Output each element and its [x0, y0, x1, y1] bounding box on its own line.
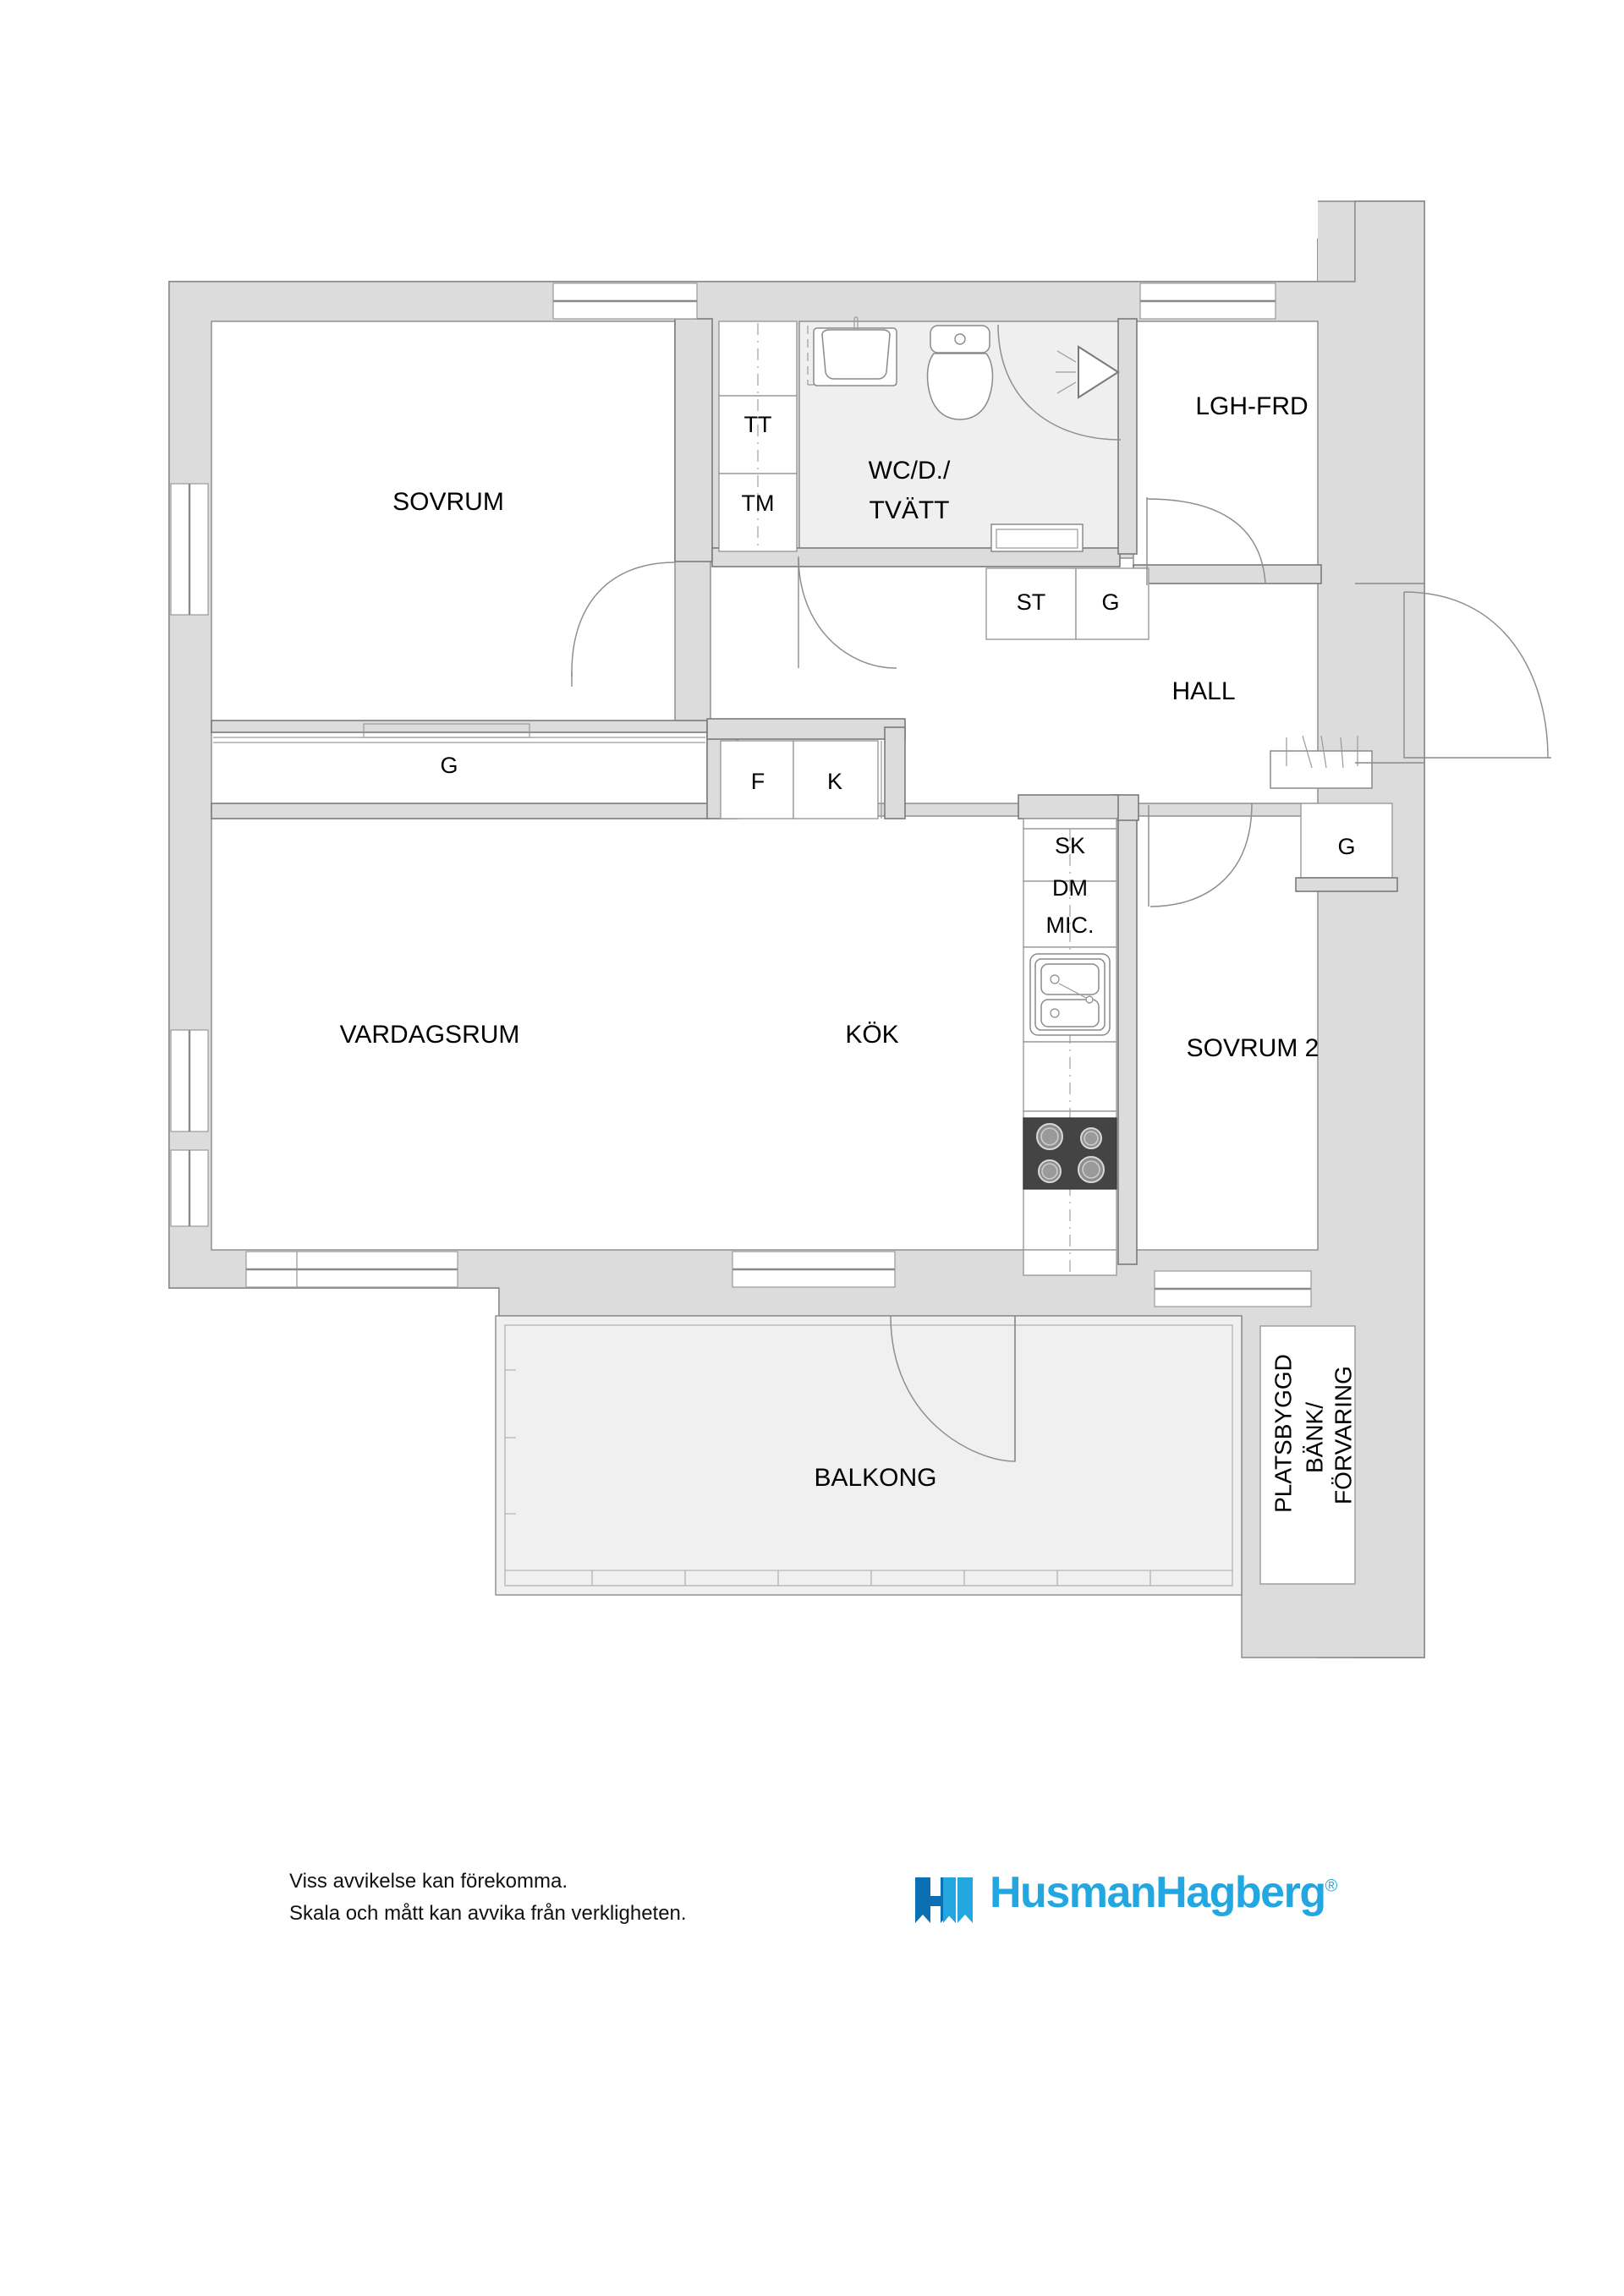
storage-label-forvaring: FÖRVARING: [1330, 1366, 1356, 1504]
window-vardagsrum-bottom-a: [245, 1251, 298, 1288]
door-swing-lghfrd: [1146, 498, 1266, 584]
shower-head-icon: [997, 324, 1122, 441]
built-in-storage: [1259, 1325, 1356, 1585]
st-g-cabinets: [985, 567, 1149, 640]
brand-logo: HusmanHagberg®: [915, 1868, 1338, 1926]
door-swing-entrance: [1403, 591, 1549, 759]
storage-label-platsbyggd: PLATSBYGGD: [1270, 1354, 1296, 1513]
window-sovrum-top: [552, 282, 698, 320]
window-kok-bottom: [732, 1251, 896, 1288]
closet-label-mic: MIC.: [1046, 912, 1095, 938]
closet-label-g-sovrum: G: [440, 753, 458, 778]
kitchen-sink-icon: [1029, 953, 1111, 1036]
room-label-sovrum: SOVRUM: [392, 488, 504, 516]
storage-label-bank: BÄNK/: [1301, 1402, 1327, 1473]
door-swing-wc: [798, 556, 897, 669]
closet-label-g-hall: G: [1337, 834, 1355, 859]
closet-label-tm: TM: [742, 490, 775, 516]
closet-label-f: F: [751, 769, 765, 794]
window-lghfrd-top: [1139, 282, 1276, 320]
window-left-sovrum: [170, 483, 209, 616]
room-label-lgh-frd: LGH-FRD: [1195, 392, 1308, 420]
room-label-kok: KÖK: [845, 1021, 898, 1049]
brand-wordmark: HusmanHagberg®: [990, 1868, 1338, 1917]
kitchen-counter: [1018, 794, 1119, 1276]
door-swing-sovrum2: [1149, 803, 1253, 907]
disclaimer-line-2: Skala och mått kan avvika från verklighe…: [289, 1902, 687, 1925]
room-label-balkong: BALKONG: [814, 1464, 936, 1492]
footer: Viss avvikelse kan förekomma. Skala och …: [289, 1866, 1389, 1967]
toilet-icon: [926, 325, 994, 420]
brand-registered-mark: ®: [1325, 1877, 1338, 1896]
window-left-vardagsrum: [170, 1029, 209, 1132]
coat-rack-icon: [1270, 735, 1373, 789]
closet-label-st: ST: [1017, 589, 1046, 615]
room-label-vardagsrum: VARDAGSRUM: [340, 1021, 520, 1049]
door-swing-sovrum: [571, 562, 676, 677]
bathroom-sink-icon: [807, 316, 897, 386]
closet-label-k: K: [827, 769, 842, 794]
closet-label-tt: TT: [744, 412, 772, 437]
closet-label-dm: DM: [1052, 875, 1088, 901]
window-sovrum2-bottom: [1154, 1270, 1312, 1307]
brand-name-text: HusmanHagberg: [990, 1868, 1326, 1917]
balcony: [495, 1315, 1243, 1596]
balcony-door-swing: [890, 1315, 1016, 1462]
window-left-vardagsrum-2: [170, 1149, 209, 1227]
stove-cooktop-icon: [1023, 1117, 1117, 1190]
hall-closet-g: [1295, 803, 1398, 892]
bathroom-bench-icon: [990, 523, 1084, 552]
closet-label-g-wc: G: [1101, 589, 1119, 615]
laundry-column: [718, 321, 798, 552]
room-label-sovrum2: SOVRUM 2: [1187, 1034, 1320, 1062]
husmanhagberg-mark-icon: [915, 1877, 973, 1923]
disclaimer-line-1: Viss avvikelse kan förekomma.: [289, 1870, 568, 1893]
disclaimer-text: Viss avvikelse kan förekomma. Skala och …: [289, 1866, 687, 1930]
sovrum-closet-doors: [213, 723, 705, 743]
room-label-hall: HALL: [1171, 677, 1235, 705]
plan-body: SOVRUM WC/D./ TVÄTT LGH-FRD HALL VARDAGS…: [168, 200, 1551, 1658]
window-vardagsrum-bottom-b: [296, 1251, 458, 1288]
closet-label-sk: SK: [1055, 833, 1085, 858]
room-label-wc-line1: WC/D./: [869, 457, 951, 485]
f-k-cabinets: [706, 718, 906, 819]
room-label-wc-line2: TVÄTT: [870, 496, 950, 524]
